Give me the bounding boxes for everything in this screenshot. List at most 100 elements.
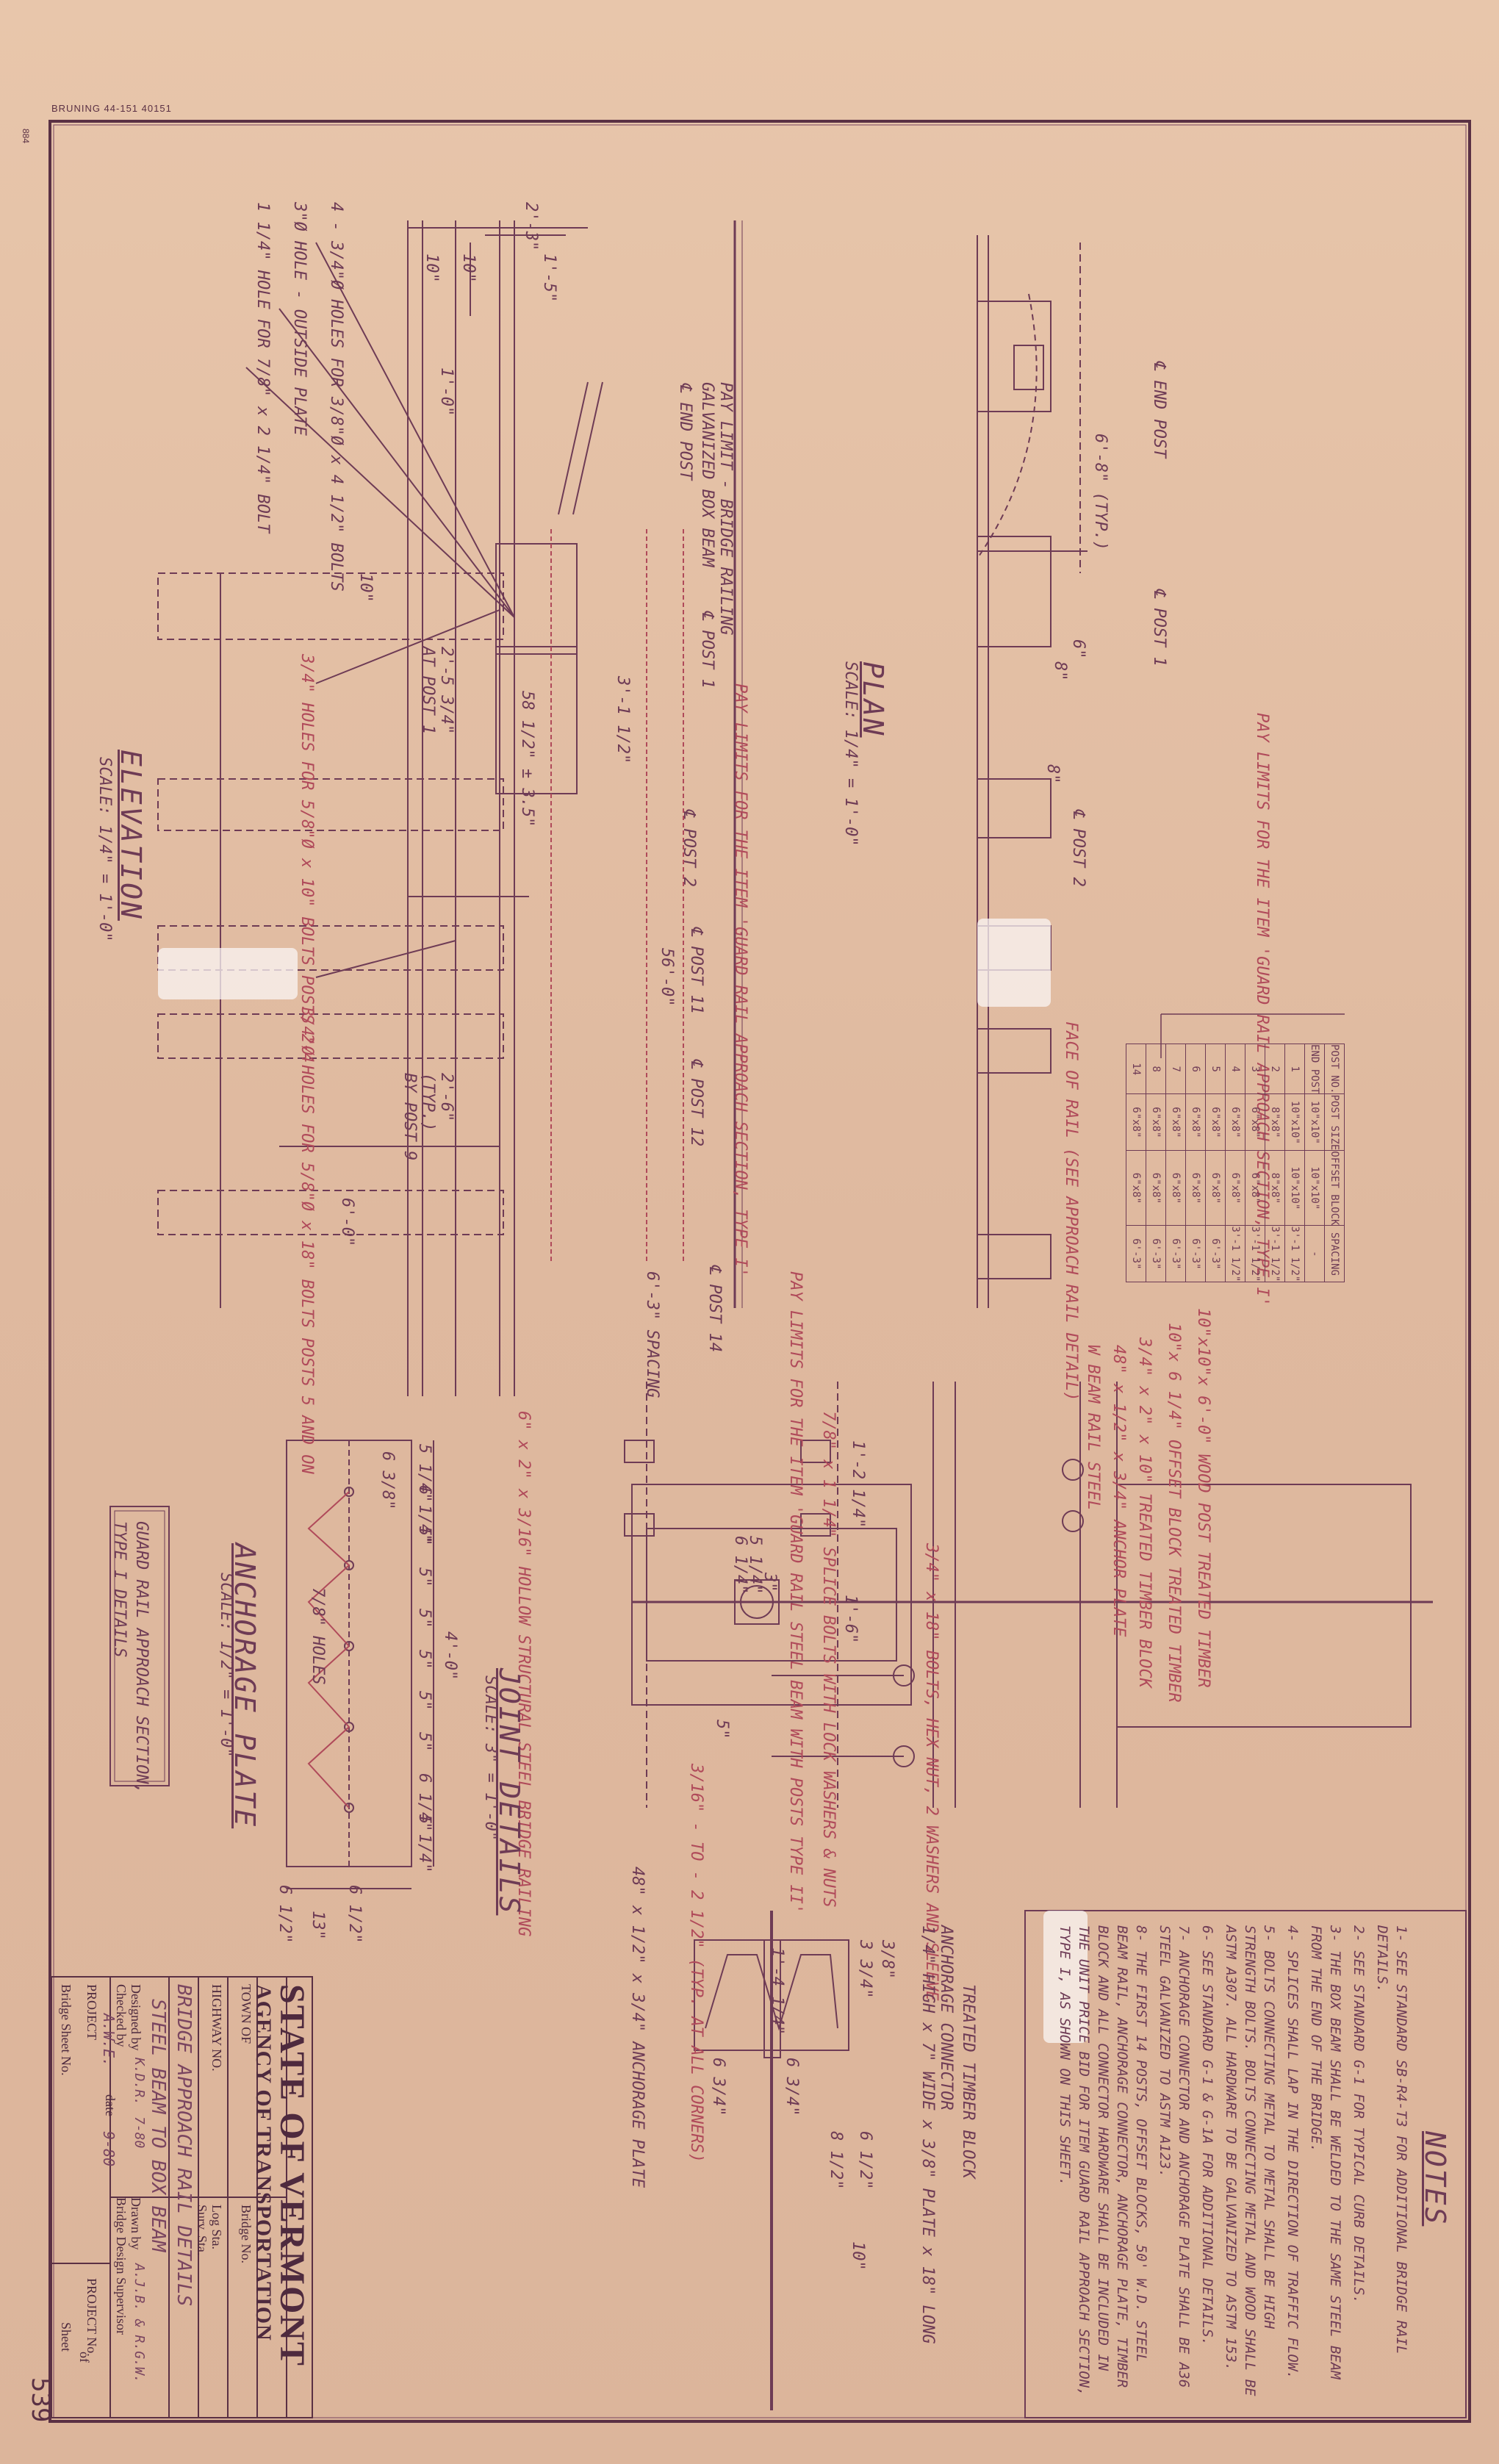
table-cell: 6'-3"	[1165, 1225, 1186, 1282]
drawn-value: A.J.B. & R.G.W.	[132, 2263, 147, 2383]
table-cell: 1	[1284, 1044, 1305, 1094]
table-extension-lines	[1160, 1013, 1345, 1058]
anchorage-scale: SCALE: 1/2" = 1'-0"	[217, 1573, 235, 1758]
anchorage-dim-4-0: 4'-0"	[441, 1631, 459, 1681]
designed-value: K.D.R.	[132, 2058, 147, 2106]
sheet-title-1: BRIDGE APPROACH RAIL DETAILS	[173, 1984, 195, 2307]
post11-label: ℄ POST 11	[687, 926, 705, 1015]
sheet-inner-border	[53, 124, 1467, 2418]
joint-dim-5: 5"	[713, 1720, 731, 1739]
offset-block-note: 10"x 6 1/4" OFFSET BLOCK TREATED TIMBER	[1165, 1323, 1183, 1703]
joint-dim-5-1-4: 5 1/4"	[746, 1536, 764, 1595]
table-cell: 6"x8"	[1185, 1150, 1206, 1226]
table-cell: 7	[1165, 1044, 1186, 1094]
table-cell: 6"x8"	[1205, 1093, 1226, 1151]
plan-dim-8b: 8"	[1043, 764, 1062, 784]
plan-dim-6: 6"	[1069, 639, 1088, 659]
joint-dim-8-1-2: 8 1/2"	[827, 2131, 845, 2190]
table-cell: 10"x10"	[1284, 1093, 1305, 1151]
table-cell: 6'-3"	[1126, 1225, 1146, 1282]
anchorage-dim: 5"	[415, 1526, 434, 1546]
log-sta-label: Log Sta.	[209, 2205, 224, 2249]
designed-date: 7-80	[132, 2116, 147, 2149]
sheet-number: 539	[26, 2377, 55, 2423]
post14-label: ℄ POST 14	[705, 1264, 724, 1353]
boxed-label-line2: TYPE I DETAILS	[110, 1521, 129, 1658]
pay-limit-1: PAY LIMIT - BRIDGE RAILING	[716, 382, 735, 636]
table-cell: 3'-1 1/2"	[1265, 1225, 1285, 1282]
dim-10a: 10"	[423, 254, 441, 283]
anchorage-dim: 5"	[415, 1609, 434, 1628]
plate-note: 48" x 1/2" x 3/4" ANCHOR PLATE	[1110, 1345, 1128, 1637]
table-cell: -	[1304, 1225, 1325, 1282]
boxed-label-frame	[109, 1506, 170, 1786]
table-cell: 3'-1 1/2"	[1284, 1225, 1305, 1282]
anchorage-dim-13: 13"	[309, 1911, 327, 1940]
dim-2-5-3-4: 2'-5 3/4"	[437, 647, 456, 735]
at-post-1: AT POST 1	[419, 647, 437, 735]
highway-label: HIGHWAY NO.	[209, 1984, 224, 2072]
by-post-9: BY POST 9	[400, 1073, 419, 1161]
agency-line-2: AGENCY OF TRANSPORTATION	[251, 1984, 276, 2341]
dim-15: 1'-5"	[540, 254, 558, 303]
joint-dim-14-1-4: 1'-4 1/4"	[768, 1947, 786, 2036]
treated-block-note: TREATED TIMBER BLOCK	[959, 1984, 977, 2179]
joint-dim-3-8: 3/8"	[878, 1940, 896, 1979]
table-cell: 6"x8"	[1205, 1150, 1226, 1226]
table-cell: 3'-1 1/2"	[1245, 1225, 1265, 1282]
post2-label: ℄ POST 2	[680, 808, 698, 887]
anchorage-dim: 5"	[415, 1650, 434, 1670]
table-cell: END POST	[1304, 1044, 1325, 1094]
title-block-frame	[51, 1976, 313, 2418]
dim-56: 56'-0"	[658, 948, 676, 1007]
post1-label: ℄ POST 1	[698, 610, 716, 689]
note-item: 3- THE BOX BEAM SHALL BE WELDED TO THE S…	[1308, 1925, 1343, 2379]
anchorage-dim-6-1-2a: 6 1/2"	[276, 1885, 294, 1944]
table-cell: 6"x8"	[1146, 1093, 1166, 1151]
table-cell: 6'-3"	[1205, 1225, 1226, 1282]
anchorage-connector-note: ANCHORAGE CONNECTOR	[937, 1925, 955, 2111]
beam-rail-note: W BEAM RAIL STEEL	[1084, 1345, 1102, 1511]
bridge-design-sup-label: Bridge Design Supervisor	[114, 2197, 129, 2335]
table-cell: 6"x8"	[1165, 1150, 1186, 1226]
table-cell: 2	[1265, 1044, 1285, 1094]
plan-post2: ℄ POST 2	[1069, 808, 1088, 887]
dim-6-0: 6'-0"	[338, 1198, 356, 1247]
table-cell: 6"x8"	[1126, 1150, 1146, 1226]
joint-dim-10: 10"	[849, 2241, 867, 2271]
pay-limit-guard: PAY LIMITS FOR THE ITEM 'GUARD RAIL APPR…	[731, 683, 750, 1277]
table-cell: 8"x8"	[1265, 1093, 1285, 1151]
anchorage-connector-note-2: 1/4" HIGH x 7" WIDE x 3/8" PLATE x 18" L…	[919, 1925, 937, 2344]
pay-limit-2: GALVANIZED BOX BEAM	[698, 382, 716, 567]
table-cell: 3	[1245, 1044, 1265, 1094]
pay-limits-steel: PAY LIMITS FOR THE ITEM 'GUARD RAIL STEE…	[786, 1271, 805, 1914]
table-cell: 8	[1146, 1044, 1166, 1094]
hole-note-5: 3/4"Ø HOLES FOR 5/8"Ø x 18" BOLTS POSTS …	[298, 1007, 316, 1474]
anchorage-dim: 5"	[415, 1567, 434, 1587]
table-cell: 5	[1205, 1044, 1226, 1094]
anchorage-dim: 5 1/4"	[415, 1814, 434, 1873]
project-no-label: PROJECT No.	[85, 2278, 99, 2357]
table-header-cell: OFFSET BLOCK	[1324, 1150, 1345, 1226]
joint-dim-1-6: 1'-6"	[841, 1595, 860, 1644]
table-cell: 6"x8"	[1126, 1093, 1146, 1151]
note-item: 7- ANCHORAGE CONNECTOR AND ANCHORAGE PLA…	[1157, 1925, 1192, 2388]
table-cell: 8"x8"	[1265, 1150, 1285, 1226]
whiteout-patch	[158, 948, 298, 999]
threaded-note: 3/4" x 2" x 10" TREATED TIMBER BLOCK	[1135, 1337, 1154, 1688]
drawn-label: Drawn by	[129, 2197, 143, 2250]
sheet-border	[48, 120, 1471, 2423]
note-item: 5- BOLTS CONNECTING METAL TO METAL SHALL…	[1223, 1925, 1277, 2396]
table-cell: 6"x8"	[1245, 1093, 1265, 1151]
surv-sta-label: Surv. Sta.	[195, 2205, 209, 2256]
joint-dim-6-3-4a: 6 3/4"	[709, 2058, 727, 2116]
dim-3-1-1-2: 3'-1 1/2"	[614, 676, 632, 764]
joint-scale: SCALE: 3" = 1'-0"	[481, 1675, 500, 1842]
boxed-label-line1: GUARD RAIL APPROACH SECTION,	[132, 1521, 151, 1794]
